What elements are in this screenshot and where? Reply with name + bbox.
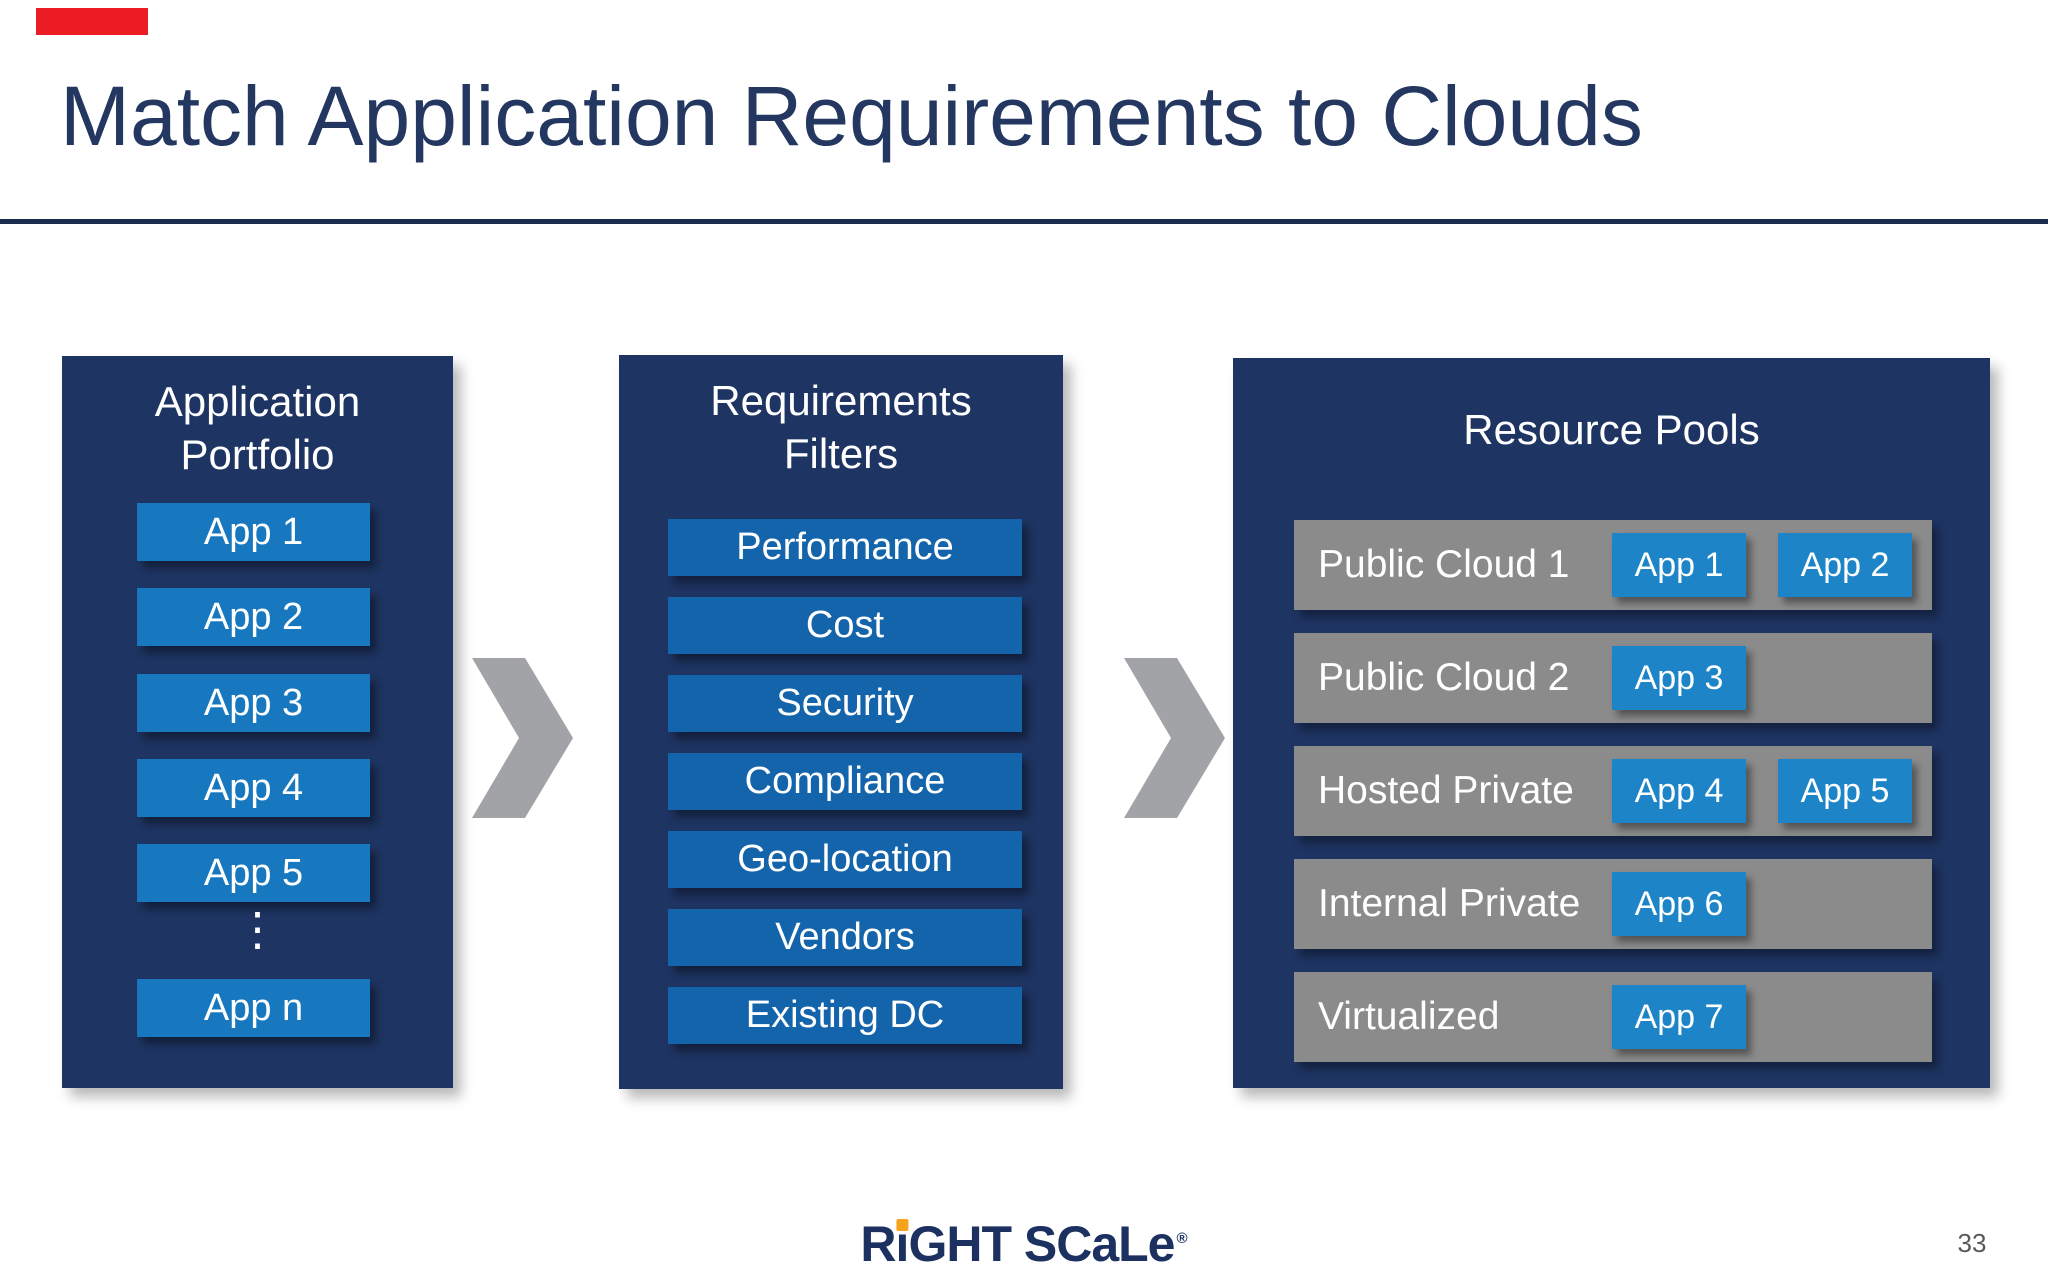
panel-title-line2: Filters [783, 429, 899, 477]
resource-pools-title: Resource Pools [1233, 372, 1990, 487]
filter-box-performance: Performance [668, 519, 1022, 576]
filter-box-geo-location: Geo-location [668, 831, 1022, 888]
logo-text: R [860, 1216, 896, 1272]
app-chip: App 3 [1612, 646, 1746, 710]
app-box-n: App n [137, 979, 370, 1037]
slide-title: Match Application Requirements to Clouds [60, 69, 1643, 163]
requirements-filters-panel: Requirements Filters Performance Cost Se… [619, 355, 1063, 1089]
registered-mark: ® [1176, 1230, 1188, 1248]
app-chip: App 5 [1778, 759, 1912, 823]
pool-row-virtualized: Virtualized App 7 [1294, 972, 1932, 1062]
pool-label: Internal Private [1318, 882, 1581, 925]
pool-row-public-cloud-1: Public Cloud 1 App 1 App 2 [1294, 520, 1932, 610]
title-divider [0, 219, 2048, 224]
panel-title-line1: Resource Pools [1463, 406, 1760, 453]
logo-i-orange-dot: i [895, 1216, 910, 1272]
application-portfolio-panel: Application Portfolio App 1 App 2 App 3 … [62, 356, 453, 1088]
filter-box-cost: Cost [668, 597, 1022, 654]
panel-title-line1: Application [154, 377, 361, 425]
arrow-right-icon [472, 658, 573, 818]
app-box-3: App 3 [137, 674, 370, 732]
app-box-4: App 4 [137, 759, 370, 817]
panel-title-line2: Portfolio [180, 430, 335, 478]
app-chip: App 4 [1612, 759, 1746, 823]
filter-box-existing-dc: Existing DC [668, 987, 1022, 1044]
pool-label: Hosted Private [1318, 769, 1574, 812]
ellipsis-dots: ⋮ [234, 903, 281, 955]
pool-label: Public Cloud 1 [1318, 543, 1570, 586]
pool-row-public-cloud-2: Public Cloud 2 App 3 [1294, 633, 1932, 723]
filter-box-compliance: Compliance [668, 753, 1022, 810]
resource-pools-panel: Resource Pools Public Cloud 1 App 1 App … [1233, 358, 1990, 1088]
filter-box-vendors: Vendors [668, 909, 1022, 966]
page-number: 33 [1957, 1228, 1987, 1258]
pool-row-internal-private: Internal Private App 6 [1294, 859, 1932, 949]
app-chip: App 6 [1612, 872, 1746, 936]
app-chip: App 2 [1778, 533, 1912, 597]
logo-text: GHT SCaLe [908, 1216, 1175, 1272]
app-box-1: App 1 [137, 503, 370, 561]
filter-box-security: Security [668, 675, 1022, 732]
requirements-filters-title: Requirements Filters [619, 369, 1063, 484]
pool-row-hosted-private: Hosted Private App 4 App 5 [1294, 746, 1932, 836]
app-box-5: App 5 [137, 844, 370, 902]
arrow-right-icon [1124, 658, 1225, 818]
app-box-2: App 2 [137, 588, 370, 646]
rightscale-logo: RiGHT SCaLe® [860, 1219, 1187, 1269]
app-chip: App 7 [1612, 985, 1746, 1049]
panel-title-line1: Requirements [710, 376, 972, 424]
pool-label: Public Cloud 2 [1318, 656, 1570, 699]
pool-label: Virtualized [1318, 995, 1500, 1038]
app-chip: App 1 [1612, 533, 1746, 597]
application-portfolio-title: Application Portfolio [62, 370, 453, 485]
red-accent-bar [36, 8, 148, 35]
